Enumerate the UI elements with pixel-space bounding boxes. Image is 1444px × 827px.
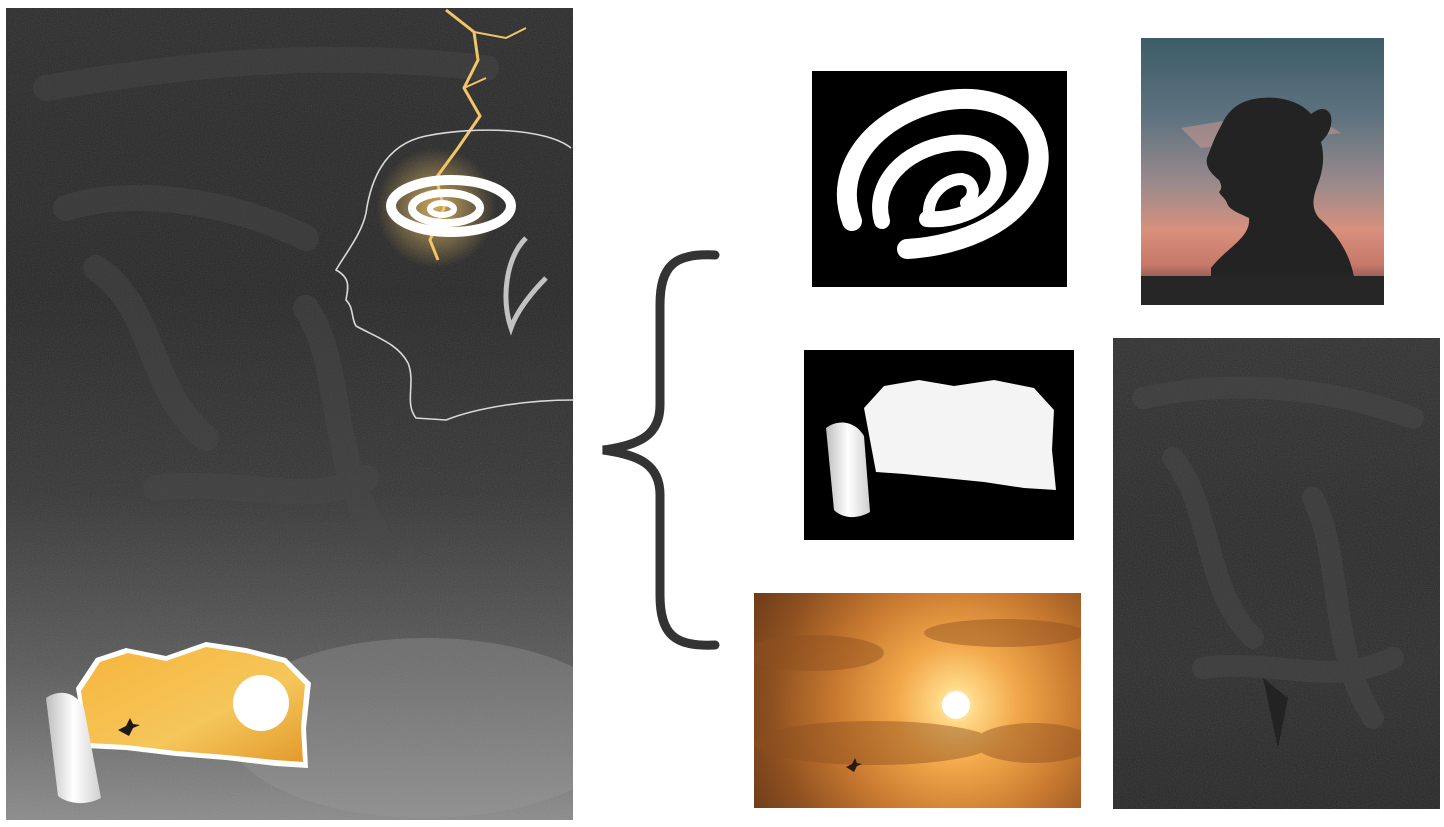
sunset-artwork: [754, 619, 1081, 772]
profile-silhouette-icon: [334, 129, 573, 421]
fog: [226, 638, 573, 818]
sun-icon: [233, 675, 289, 731]
bird-icon: [846, 758, 862, 772]
brush-strokes: [33, 46, 499, 561]
torn-paper-mask-image: [804, 350, 1074, 540]
spiral-icon: [837, 89, 1049, 259]
curly-brace: [595, 245, 725, 655]
torn-paper-icon: [46, 642, 311, 804]
hair-bun: [503, 236, 548, 336]
torn-paper-icon: [826, 380, 1056, 518]
chalkboard-artwork: [1113, 338, 1440, 809]
sunset-photo: [754, 593, 1081, 808]
spiral-icon: [386, 175, 516, 237]
curly-brace-icon: [602, 250, 720, 650]
profile-silhouette-icon: [1141, 97, 1384, 305]
bird-icon: [118, 718, 140, 736]
composite-artwork: [6, 8, 573, 820]
woman-silhouette-photo: [1141, 38, 1384, 305]
spiral-mask-image: [812, 71, 1067, 287]
chalkboard-texture-image: [1113, 338, 1440, 809]
composite-image: [6, 8, 573, 820]
sun-icon: [942, 691, 970, 719]
